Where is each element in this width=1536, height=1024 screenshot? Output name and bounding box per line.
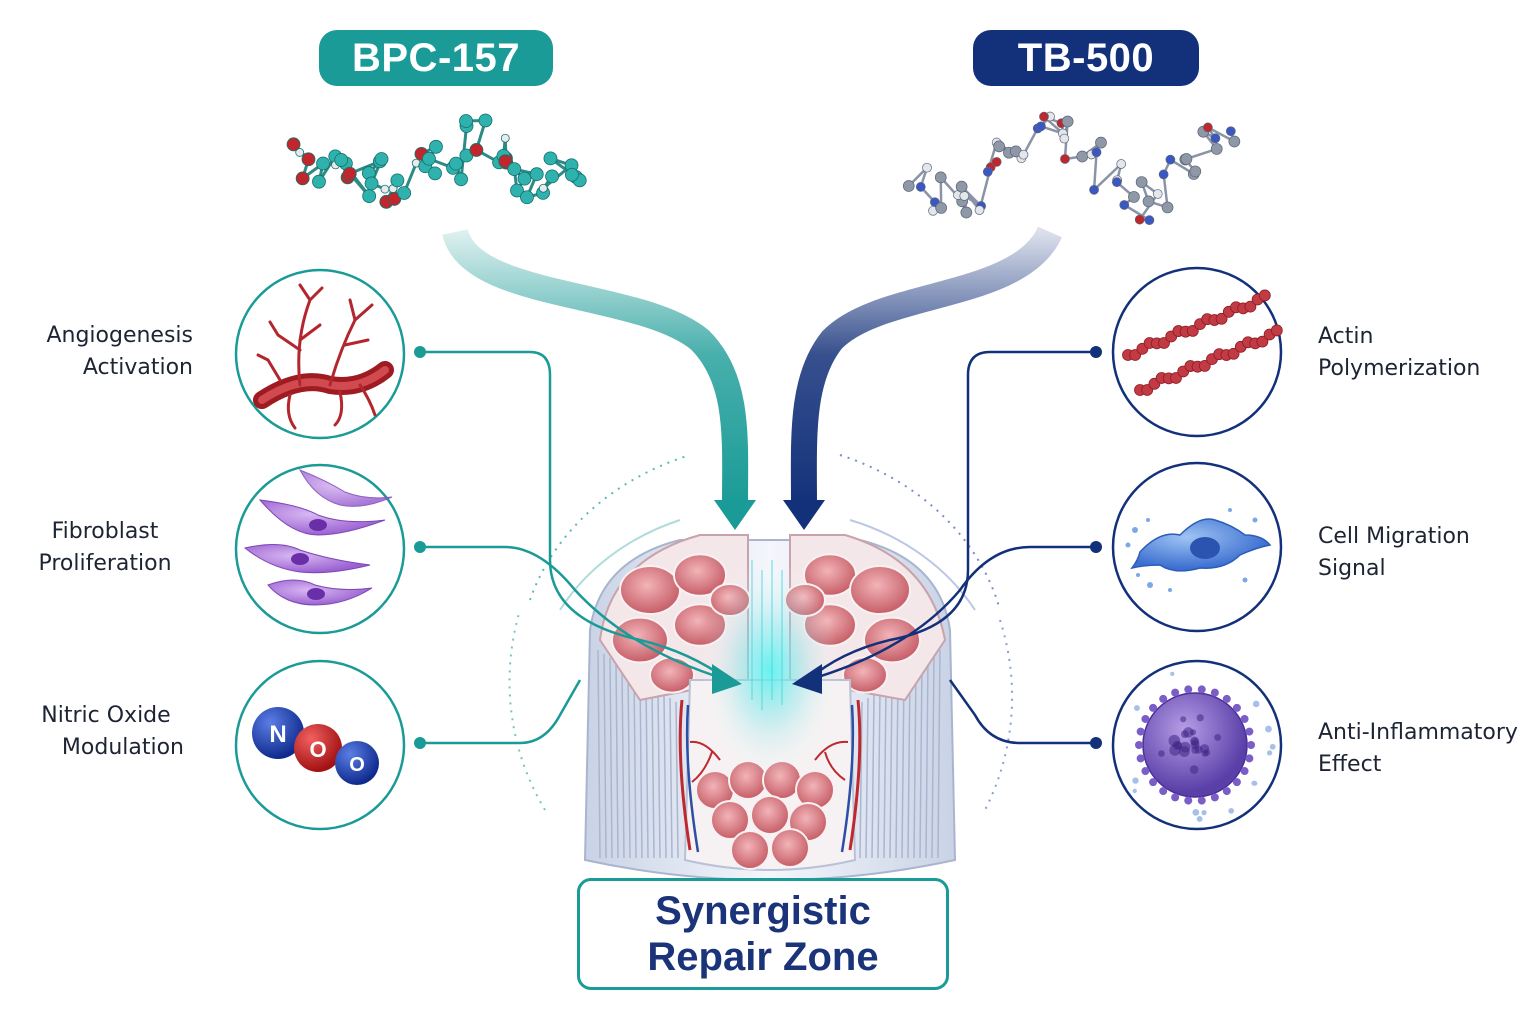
effect-circle-fibroblast bbox=[234, 463, 406, 635]
synergistic-repair-zone-label: Synergistic Repair Zone bbox=[577, 878, 949, 990]
label-line2: Polymerization bbox=[1318, 356, 1481, 381]
label-line2: Proliferation bbox=[38, 551, 172, 576]
label-line1: Anti-Inflammatory bbox=[1318, 720, 1518, 745]
label-line1: Angiogenesis bbox=[46, 323, 193, 348]
blood-vessel-icon bbox=[253, 283, 394, 430]
tb-500-label: TB-500 bbox=[973, 30, 1199, 86]
label-fibroblast-proliferation: Fibroblast Proliferation bbox=[30, 516, 180, 580]
atom-label-n: N bbox=[269, 721, 286, 748]
bpc-157-label: BPC-157 bbox=[319, 30, 553, 86]
effect-circle-actin bbox=[1111, 266, 1283, 438]
atom-label-o2: O bbox=[349, 754, 365, 776]
no-molecule-icon: N O O bbox=[252, 707, 379, 785]
label-nitric-oxide-modulation: Nitric Oxide Modulation bbox=[30, 700, 184, 764]
bpc-157-molecule-icon bbox=[286, 113, 587, 209]
label-line2: Effect bbox=[1318, 752, 1382, 777]
effect-circle-anti-inflammatory bbox=[1111, 659, 1283, 831]
label-line2: Activation bbox=[82, 355, 193, 380]
label-cell-migration-signal: Cell Migration Signal bbox=[1318, 521, 1518, 585]
left-connectors bbox=[420, 350, 742, 745]
immune-cell-icon bbox=[1132, 671, 1276, 822]
label-angiogenesis-activation: Angiogenesis Activation bbox=[30, 320, 193, 384]
effect-circle-angiogenesis bbox=[234, 268, 406, 440]
label-line1: Actin bbox=[1318, 324, 1374, 349]
label-line1: Nitric Oxide bbox=[41, 703, 171, 728]
right-connectors bbox=[792, 350, 1096, 745]
tb-500-main-arrow bbox=[790, 225, 1062, 506]
atom-label-o: O bbox=[309, 737, 326, 762]
tb-500-molecule-icon bbox=[902, 111, 1241, 225]
effect-circle-migration bbox=[1111, 461, 1283, 633]
muscle-bundle-illustration bbox=[508, 454, 1014, 881]
bpc-157-main-arrow bbox=[442, 227, 749, 506]
label-line2: Signal bbox=[1318, 556, 1386, 581]
label-line1: Cell Migration bbox=[1318, 524, 1470, 549]
zone-line2: Repair Zone bbox=[647, 935, 879, 979]
label-actin-polymerization: Actin Polymerization bbox=[1318, 321, 1518, 385]
fibroblast-cells-icon bbox=[243, 469, 393, 606]
migrating-cell-icon bbox=[1125, 508, 1272, 592]
effect-circle-nitric-oxide: N O O bbox=[234, 659, 406, 831]
label-anti-inflammatory-effect: Anti-Inflammatory Effect bbox=[1318, 717, 1528, 781]
label-line1: Fibroblast bbox=[51, 519, 159, 544]
label-line2: Modulation bbox=[61, 735, 184, 760]
zone-line1: Synergistic bbox=[655, 889, 871, 933]
actin-filament-icon bbox=[1122, 289, 1283, 396]
